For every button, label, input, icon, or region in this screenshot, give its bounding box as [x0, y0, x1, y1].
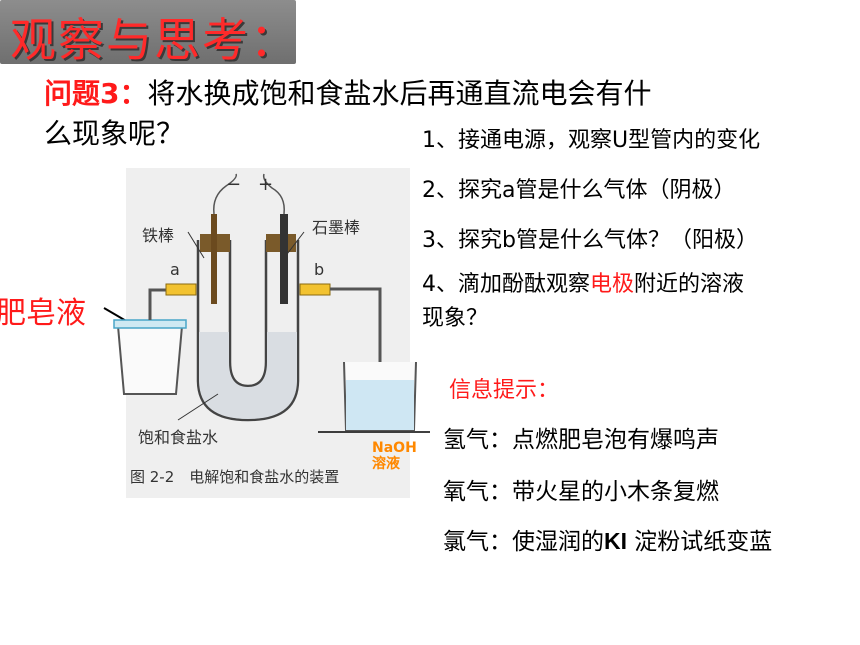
graphite-rod-label: 石墨棒 — [312, 218, 361, 237]
naoh-label-line2: 溶液 — [372, 456, 400, 472]
graphite-leader-line — [283, 231, 305, 259]
hint-chlorine: 氯气：使湿润的KI 淀粉试纸变蓝 — [443, 522, 772, 556]
iron-electrode — [211, 214, 217, 304]
u-tube-inner — [228, 240, 268, 388]
step-3: 3、探究b管是什么气体？（阳极） — [422, 228, 758, 253]
brine-label: 饱和食盐水 — [138, 428, 219, 447]
naoh-solution-label: NaOH 溶液 — [372, 440, 417, 472]
step-4-highlight: 电极 — [590, 272, 635, 297]
hint-chlorine-post: 淀粉试纸变蓝 — [627, 529, 773, 555]
left-outlet-tube — [148, 288, 168, 320]
wire-negative — [213, 173, 238, 215]
brine-liquid — [199, 332, 297, 419]
step-2: 2、探究a管是什么气体（阴极） — [422, 178, 736, 203]
question-text-line2: 么现象呢？ — [44, 117, 185, 150]
step-4-pre: 4、滴加酚酞观察 — [422, 272, 590, 297]
graphite-electrode — [280, 214, 288, 304]
slide-title: 观察与思考： — [10, 13, 298, 67]
iron-rod-label: 铁棒 — [142, 226, 175, 245]
title-banner: 观察与思考： — [0, 0, 296, 67]
hint-hydrogen: 氢气：点燃肥皂泡有爆鸣声 — [443, 427, 719, 453]
naoh-label-line1: NaOH — [372, 440, 417, 456]
brine-leader-line — [177, 393, 219, 421]
tube-a-label: a — [170, 260, 180, 279]
hint-chlorine-pre: 氯气：使湿润的 — [443, 529, 604, 555]
figure-caption: 图 2-2 电解饱和食盐水的装置 — [130, 468, 340, 486]
question-label: 问题3： — [44, 77, 148, 110]
minus-terminal: − — [226, 174, 241, 195]
question: 问题3：将水换成饱和食盐水后再通直流电会有什 — [44, 74, 652, 114]
wire-positive — [262, 173, 285, 215]
tube-b-connector — [299, 283, 331, 296]
step-4-line2: 现象？ — [422, 306, 489, 331]
hint-oxygen: 氧气：带火星的小木条复燃 — [443, 479, 719, 505]
u-tube-outer — [196, 240, 300, 422]
step-4-post: 附近的溶液 — [634, 272, 745, 297]
step-4: 4、滴加酚酞观察电极附近的溶液 — [422, 266, 744, 298]
tube-a-connector — [165, 283, 197, 296]
soap-dish — [113, 319, 187, 329]
plus-terminal: + — [258, 174, 273, 195]
soap-solution-label: 肥皂液 — [0, 296, 86, 331]
tube-b-label: b — [314, 260, 325, 279]
iron-leader-line — [187, 231, 205, 259]
step-1: 1、接通电源，观察U型管内的变化 — [422, 128, 761, 153]
hint-heading: 信息提示： — [449, 378, 560, 403]
question-text-line1: 将水换成饱和食盐水后再通直流电会有什 — [147, 77, 652, 110]
naoh-liquid — [346, 380, 414, 430]
left-beaker — [117, 325, 183, 395]
hint-chlorine-ki: KI — [604, 528, 627, 554]
